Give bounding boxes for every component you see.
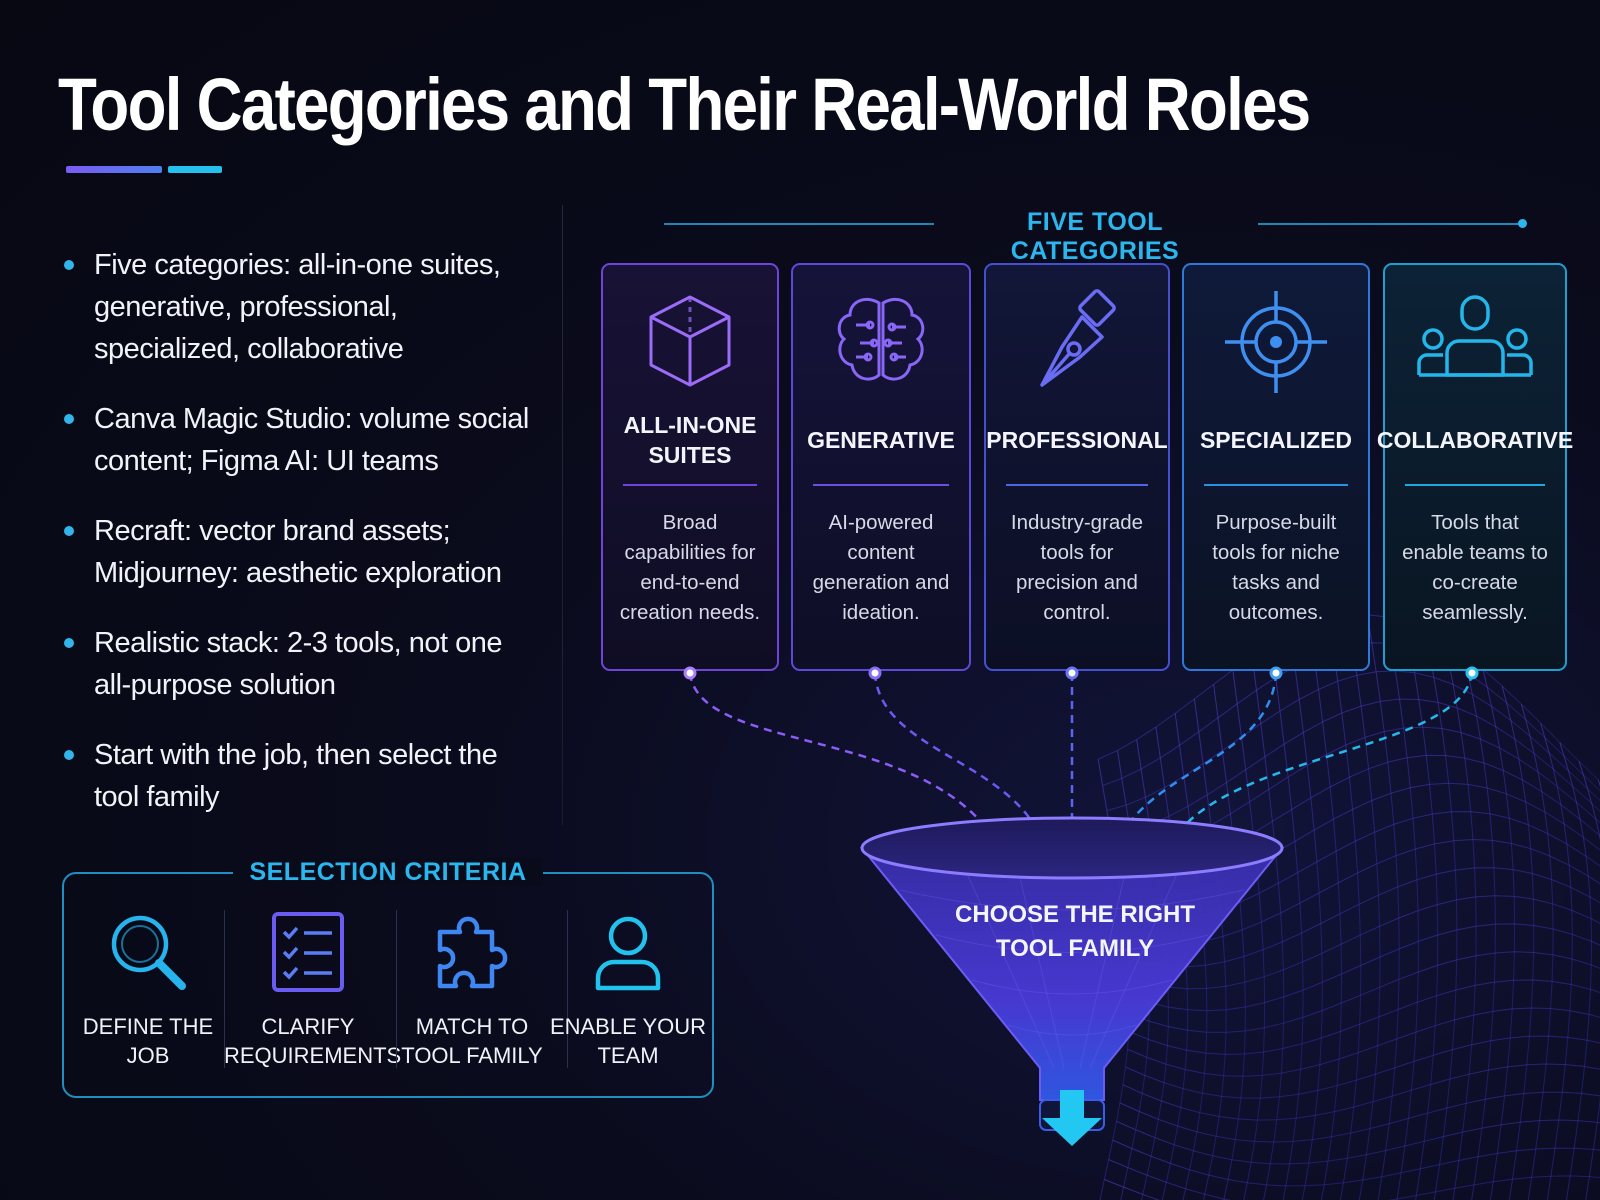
- criteria-define-job: DEFINE THE JOB: [64, 910, 232, 1070]
- funnel-body: [859, 847, 1285, 1101]
- mesh-line: [1443, 640, 1477, 1200]
- user-icon: [595, 916, 661, 991]
- connector-line: [688, 672, 1012, 873]
- bullet-item: Realistic stack: 2-3 tools, not one all-…: [64, 622, 544, 706]
- arrow-down-icon: [1042, 1090, 1102, 1146]
- categories-header-dot: [1518, 219, 1527, 228]
- mesh-line: [1232, 669, 1266, 1200]
- cube-icon: [649, 295, 731, 387]
- criteria-label: ENABLE YOUR TEAM: [549, 1014, 707, 1068]
- category-name: ALL-IN-ONE SUITES: [623, 412, 757, 468]
- selection-criteria-title: SELECTION CRITERIA: [64, 858, 712, 887]
- mesh-line: [1328, 618, 1362, 1200]
- mesh-line: [1424, 630, 1458, 1200]
- mesh-line: [1213, 684, 1246, 1200]
- connector-node: [1465, 666, 1479, 680]
- page-title: Tool Categories and Their Real-World Rol…: [58, 63, 1311, 146]
- bullet-item: Start with the job, then select the tool…: [64, 734, 544, 818]
- mesh-line: [1405, 622, 1439, 1200]
- category-separator: [813, 484, 949, 486]
- mesh-line: [1270, 644, 1304, 1200]
- connector-node: [868, 666, 882, 680]
- team-icon: [1417, 295, 1533, 377]
- criteria-label: DEFINE THE JOB: [82, 1014, 214, 1068]
- criteria-enable-team: ENABLE YOUR TEAM: [544, 910, 712, 1070]
- connector-node: [1269, 666, 1283, 680]
- brain-icon: [837, 298, 925, 381]
- mesh-line: [1367, 614, 1400, 1200]
- checklist-icon: [272, 912, 344, 992]
- category-separator: [1405, 484, 1545, 486]
- category-description: Tools that enable teams to co-create sea…: [1402, 511, 1548, 624]
- categories-header-line: [1258, 223, 1524, 225]
- category-card-generative: GENERATIVE AI-powered content generation…: [791, 263, 971, 671]
- category-description: Broad capabilities for end-to-end creati…: [619, 511, 761, 624]
- column-divider: [562, 205, 563, 825]
- mesh-line: [1578, 761, 1600, 1200]
- category-card-all-in-one: ALL-IN-ONE SUITES Broad capabilities for…: [601, 263, 779, 671]
- mesh-line: [1347, 615, 1381, 1200]
- category-card-collaborative: COLLABORATIVE Tools that enable teams to…: [1376, 263, 1574, 671]
- selection-criteria-panel: SELECTION CRITERIA DEFINE THE JOB CLARIF…: [62, 858, 714, 1098]
- puzzle-icon: [437, 916, 508, 989]
- criteria-match-tool-family: MATCH TO TOOL FAMILY: [388, 910, 556, 1070]
- magnifier-icon: [111, 915, 186, 990]
- category-separator: [1204, 484, 1348, 486]
- mesh-line: [1386, 616, 1419, 1200]
- categories-header-line: [664, 223, 934, 225]
- criteria-divider: [224, 910, 225, 1068]
- connector-node: [1065, 666, 1079, 680]
- bullet-item: Five categories: all-in-one suites, gene…: [64, 244, 544, 370]
- category-description: Industry-grade tools for precision and c…: [1010, 511, 1144, 624]
- category-name: GENERATIVE: [807, 427, 955, 453]
- mesh-line: [1251, 656, 1285, 1200]
- category-separator: [623, 484, 757, 486]
- criteria-divider: [567, 910, 568, 1068]
- mesh-line: [1463, 653, 1496, 1200]
- connector-line: [1108, 672, 1278, 873]
- category-name: SPECIALIZED: [1199, 427, 1353, 453]
- key-points-list: Five categories: all-in-one suites, gene…: [64, 244, 544, 846]
- mesh-line: [1520, 703, 1554, 1200]
- funnel-rim: [860, 816, 1284, 880]
- target-icon: [1225, 291, 1327, 393]
- mesh-line: [1501, 685, 1535, 1200]
- funnel-grid: [899, 857, 1245, 1069]
- connector-line: [873, 672, 1052, 873]
- mesh-line: [1482, 668, 1516, 1200]
- title-accent-bar-purple: [66, 166, 162, 173]
- bullet-item: Canva Magic Studio: volume social conten…: [64, 398, 544, 482]
- mesh-line: [1290, 633, 1323, 1200]
- mesh-line: [1108, 1159, 1600, 1200]
- category-description: AI-powered content generation and ideati…: [812, 511, 950, 624]
- title-accent-bar-cyan: [168, 166, 222, 173]
- bullet-item: Recraft: vector brand assets; Midjourney…: [64, 510, 544, 594]
- criteria-label: CLARIFY REQUIREMENTS: [224, 1014, 402, 1068]
- criteria-divider: [396, 910, 397, 1068]
- connector-node: [683, 666, 697, 680]
- categories-title: FIVE TOOL CATEGORIES: [1010, 208, 1180, 265]
- mesh-line: [1193, 698, 1227, 1200]
- category-name: COLLABORATIVE: [1376, 427, 1574, 453]
- criteria-label: MATCH TO TOOL FAMILY: [401, 1014, 543, 1068]
- category-separator: [1006, 484, 1148, 486]
- mesh-line: [1540, 722, 1573, 1200]
- funnel-label: CHOOSE THE RIGHT TOOL FAMILY: [954, 901, 1195, 962]
- mesh-line: [1309, 624, 1343, 1200]
- category-description: Purpose-built tools for niche tasks and …: [1212, 511, 1340, 624]
- criteria-clarify-requirements: CLARIFY REQUIREMENTS: [224, 910, 402, 1070]
- mesh-line: [1559, 742, 1593, 1200]
- category-name: PROFESSIONAL: [986, 427, 1168, 453]
- pen-nib-icon: [1040, 289, 1116, 387]
